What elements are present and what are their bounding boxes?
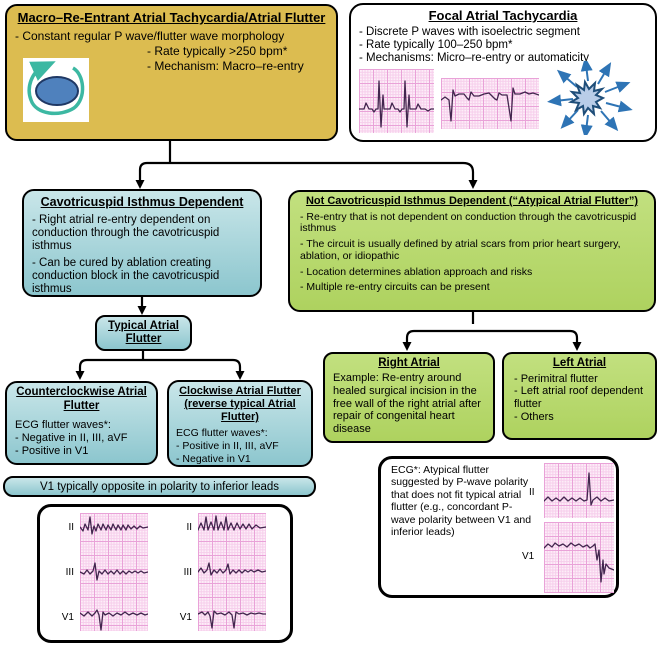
- cw-bullet-positive: - Positive in II, III, aVF: [176, 439, 279, 452]
- macro-bullet-morphology: - Constant regular P wave/flutter wave m…: [15, 29, 285, 43]
- ncti-bullet-multiple: - Multiple re-entry circuits can be pres…: [300, 281, 490, 294]
- v1-polarity-banner: V1 typically opposite in polarity to inf…: [3, 476, 316, 497]
- not-cti-dependent-box: Not Cavotricuspid Isthmus Dependent (“At…: [288, 190, 656, 312]
- note-ecg-strip-ii: [543, 463, 615, 518]
- focal-automaticity-starburst-icon: [547, 61, 633, 135]
- right-atrial-title: Right Atrial: [378, 357, 440, 369]
- macro-reentrant-box: Macro–Re-Entrant Atrial Tachycardia/Atri…: [5, 4, 338, 141]
- left-atrial-bullet-roof: - Left atrial roof dependent flutter: [514, 385, 644, 410]
- left-atrial-bullet-perimitral: - Perimitral flutter: [514, 373, 598, 385]
- typical-flutter-box: Typical Atrial Flutter: [95, 315, 192, 351]
- atypical-flutter-ecg-note-box: ECG*: Atypical flutter suggested by P-wa…: [378, 456, 619, 598]
- left-atrial-bullet-others: - Others: [514, 410, 554, 423]
- v1-polarity-banner-text: V1 typically opposite in polarity to inf…: [39, 480, 280, 493]
- ncti-bullet-scars: - The circuit is usually defined by atri…: [300, 238, 621, 262]
- ncti-bullet-reentry: - Re-entry that is not dependent on cond…: [300, 210, 637, 235]
- macro-bullet-rate: - Rate typically >250 bpm*: [147, 44, 288, 58]
- focal-ecg-strip-1: [358, 69, 435, 133]
- ecg-left-lead-labels: II III V1: [50, 513, 74, 631]
- ecg-note-text: ECG*: Atypical flutter suggested by P-wa…: [391, 464, 532, 538]
- focal-ecg-strip-2: [440, 78, 540, 129]
- clockwise-ecg-strip: [198, 513, 266, 631]
- focal-bullet-rate: - Rate typically 100–250 bpm*: [359, 39, 513, 51]
- focal-tachycardia-title: Focal Atrial Tachycardia: [428, 8, 578, 23]
- counterclockwise-title: Counterclockwise Atrial Flutter: [16, 386, 147, 412]
- ncti-bullet-location: - Location determines ablation approach …: [300, 265, 533, 278]
- right-atrial-body: Example: Re-entry around healed surgical…: [333, 372, 481, 435]
- ccw-lead-in: ECG flutter waves*:: [15, 418, 111, 431]
- macro-bullet-mechanism: - Mechanism: Macro–re-entry: [147, 59, 304, 73]
- focal-bullet-pwaves: - Discrete P waves with isoelectric segm…: [359, 26, 580, 38]
- focal-tachycardia-box: Focal Atrial Tachycardia - Discrete P wa…: [349, 3, 657, 142]
- lead-label: III: [65, 566, 74, 578]
- lead-label: V1: [61, 611, 74, 623]
- counterclockwise-flutter-box: Counterclockwise Atrial Flutter ECG flut…: [5, 381, 158, 465]
- ecg-right-lead-labels: II III V1: [168, 513, 192, 631]
- typical-flutter-title: Typical Atrial Flutter: [108, 319, 179, 345]
- left-atrial-box: Left Atrial - Perimitral flutter - Left …: [502, 352, 657, 440]
- right-atrial-box: Right Atrial Example: Re-entry around he…: [323, 352, 495, 443]
- note-ecg-strip-v1: [543, 522, 615, 593]
- flutter-ecg-comparison-panel: II III V1 II III V1: [37, 504, 293, 643]
- cti-dependent-title: Cavotricuspid Isthmus Dependent: [40, 195, 244, 209]
- lead-label: II: [529, 487, 535, 498]
- cti-bullet-reentry: - Right atrial re-entry dependent on con…: [32, 214, 220, 252]
- lead-label: V1: [179, 611, 192, 623]
- re-entry-circuit-icon: [23, 58, 89, 122]
- lead-label: II: [186, 521, 192, 533]
- ccw-bullet-positive: - Positive in V1: [15, 444, 89, 457]
- cti-bullet-cure: - Can be cured by ablation creating cond…: [32, 256, 220, 295]
- lead-label: V1: [522, 551, 535, 562]
- cti-dependent-box: Cavotricuspid Isthmus Dependent - Right …: [22, 189, 262, 297]
- counterclockwise-ecg-strip: [80, 513, 148, 631]
- lead-label: III: [183, 566, 192, 578]
- cw-bullet-negative: - Negative in V1: [176, 452, 251, 465]
- left-atrial-title: Left Atrial: [552, 357, 607, 369]
- lead-label: II: [68, 521, 74, 533]
- cw-lead-in: ECG flutter waves*:: [176, 426, 268, 439]
- ccw-bullet-negative: - Negative in II, III, aVF: [15, 431, 128, 444]
- focal-bullet-mechanisms: - Mechanisms: Micro–re-entry or automati…: [359, 52, 590, 64]
- not-cti-title: Not Cavotricuspid Isthmus Dependent (“At…: [305, 195, 639, 207]
- clockwise-title: Clockwise Atrial Flutter (reverse typica…: [179, 385, 301, 423]
- clockwise-flutter-box: Clockwise Atrial Flutter (reverse typica…: [167, 380, 313, 467]
- macro-reentrant-title: Macro–Re-Entrant Atrial Tachycardia/Atri…: [17, 10, 326, 25]
